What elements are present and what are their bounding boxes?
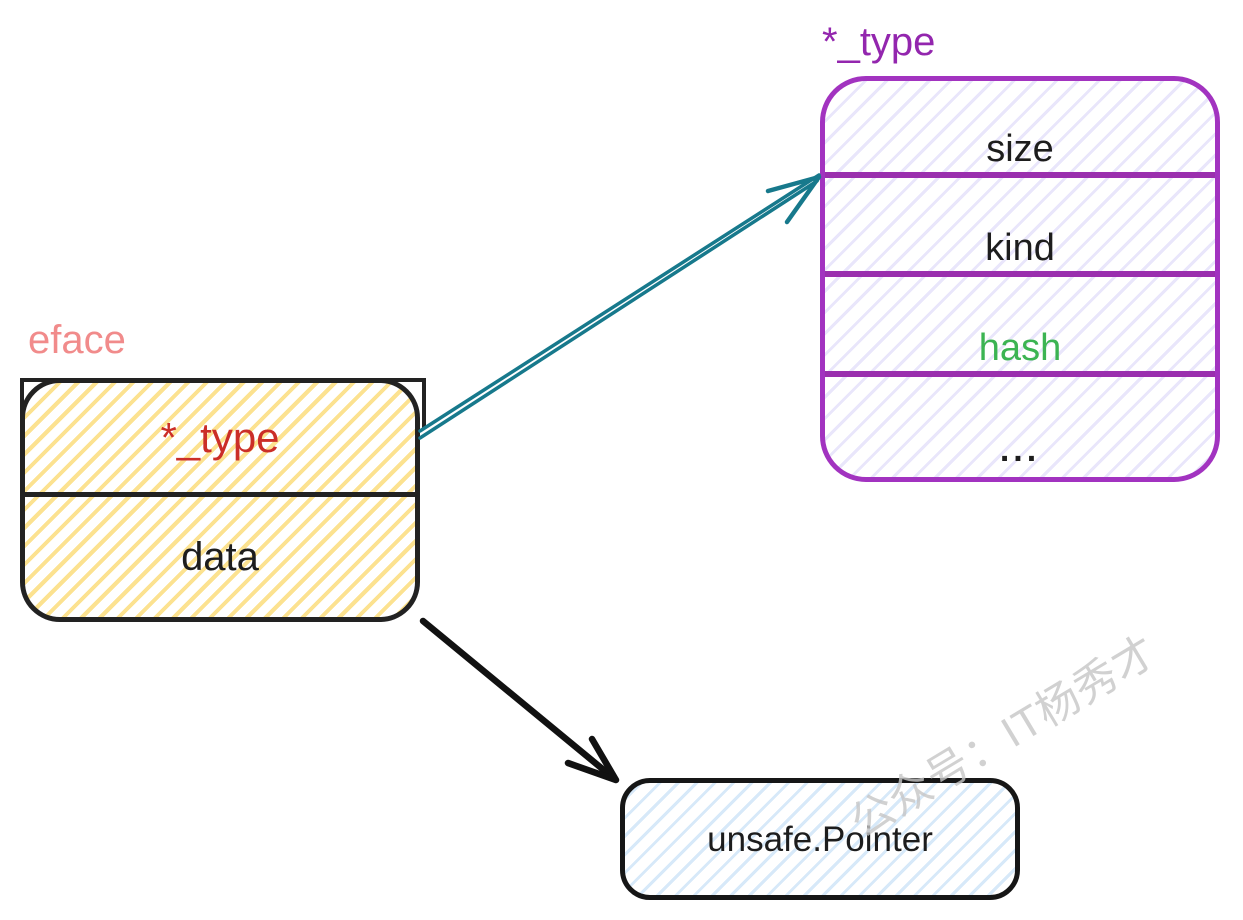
unsafe-pointer-label: unsafe.Pointer: [707, 819, 933, 859]
field-ellipsis: ...: [999, 431, 1041, 469]
eface-label: eface: [28, 318, 126, 362]
type-struct-box: size kind hash ...: [820, 76, 1220, 482]
field-hash: hash: [825, 277, 1215, 377]
field-data: data: [181, 535, 259, 579]
unsafe-pointer-box: unsafe.Pointer: [620, 778, 1020, 900]
eface-box: *_type data: [20, 378, 426, 622]
data-pointer-arrow: [419, 617, 620, 784]
field-kind: kind: [825, 178, 1215, 277]
field-size: size: [825, 81, 1215, 178]
type-pointer-arrow: [418, 173, 822, 440]
field-type-pointer: *_type: [25, 383, 415, 497]
type-struct-label: *_type: [822, 20, 936, 64]
